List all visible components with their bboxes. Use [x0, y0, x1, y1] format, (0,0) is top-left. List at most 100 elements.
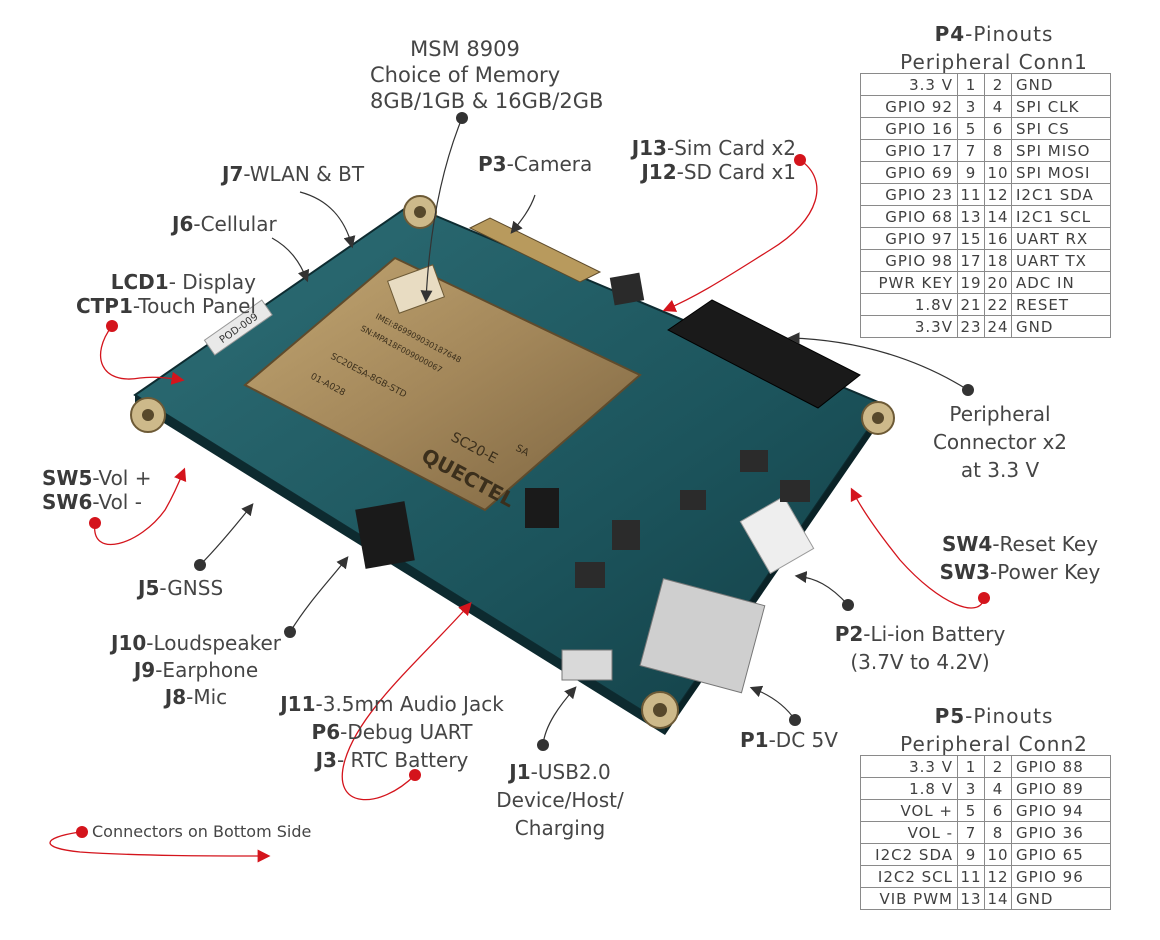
sw3-code: SW3 — [939, 560, 991, 584]
pin-left-number: 3 — [957, 777, 985, 800]
pin-right-number: 12 — [984, 865, 1012, 888]
ctp1-code: CTP1 — [75, 294, 133, 318]
pin-left-signal: GPIO 23 — [860, 183, 958, 206]
j12-text: -SD Card x1 — [676, 160, 796, 184]
camera-connector — [468, 217, 602, 283]
j13-text: -Sim Card x2 — [666, 136, 796, 160]
pin-left-number: 23 — [957, 315, 985, 338]
j9-text: -Earphone — [155, 658, 259, 682]
msm-line — [420, 117, 463, 303]
sw6-code: SW6 — [42, 490, 93, 514]
ctp1-text: -Touch Panel — [132, 294, 256, 318]
pin-right-signal: GPIO 96 — [1011, 865, 1111, 888]
pin-left-number: 7 — [957, 821, 985, 844]
p5-title-text: -Pinouts — [965, 704, 1054, 728]
p4-title-code: P4 — [934, 22, 966, 46]
p1-text: -DC 5V — [768, 728, 838, 752]
legend-red-line — [49, 831, 271, 863]
j1-line2: Device/Host/ — [496, 788, 624, 812]
pin-left-number: 1 — [957, 755, 985, 778]
label-p3: P3-Camera — [478, 152, 592, 176]
pin-right-signal: RESET — [1011, 293, 1111, 316]
pin-right-signal: GPIO 36 — [1011, 821, 1111, 844]
msm-line2: Choice of Memory — [370, 63, 561, 87]
label-peripheral: Peripheral Connector x2 at 3.3 V — [910, 400, 1090, 484]
pin-right-number: 2 — [984, 73, 1012, 96]
pin-right-number: 10 — [984, 843, 1012, 866]
j10-text: -Loudspeaker — [146, 631, 281, 655]
p5-title: P5-Pinouts Peripheral Conn2 — [860, 702, 1128, 758]
pin-headers — [355, 488, 559, 569]
p4-title: P4-Pinouts Peripheral Conn1 — [860, 20, 1128, 76]
j12-code: J12 — [641, 160, 677, 184]
label-sw5-sw6: SW5-Vol + SW6-Vol - — [42, 466, 151, 514]
sw4-text: -Reset Key — [992, 532, 1099, 556]
pin-left-number: 7 — [957, 139, 985, 162]
pin-left-signal: GPIO 69 — [860, 161, 958, 184]
pin-right-number: 20 — [984, 271, 1012, 294]
legend-text: Connectors on Bottom Side — [92, 822, 312, 841]
j8-text: -Mic — [186, 685, 228, 709]
j3-code: J3 — [315, 748, 337, 772]
j1-code: J1 — [509, 760, 531, 784]
msm-line3: 8GB/1GB & 16GB/2GB — [370, 89, 604, 113]
pin-right-signal: GND — [1011, 73, 1111, 96]
j10-line — [289, 556, 349, 633]
msm-line1: MSM 8909 — [410, 37, 520, 61]
pin-right-signal: SPI CLK — [1011, 95, 1111, 118]
pin-right-signal: GPIO 88 — [1011, 755, 1111, 778]
p5-title-code: P5 — [934, 704, 966, 728]
pin-right-number: 6 — [984, 799, 1012, 822]
pin-right-number: 18 — [984, 249, 1012, 272]
pin-right-signal: UART RX — [1011, 227, 1111, 250]
periph-line — [787, 332, 969, 391]
periph-line2: Connector x2 — [932, 430, 1068, 454]
pin-right-signal: GND — [1011, 887, 1111, 910]
pin-left-signal: GPIO 17 — [860, 139, 958, 162]
pin-left-signal: 3.3 V — [860, 73, 958, 96]
pin-left-signal: GPIO 16 — [860, 117, 958, 140]
sw5-text: -Vol + — [92, 466, 152, 490]
j7-text: -WLAN & BT — [243, 162, 365, 186]
pin-right-number: 14 — [984, 205, 1012, 228]
label-j13-j12: J13-Sim Card x2 J12-SD Card x1 — [600, 136, 796, 184]
dc-jack — [639, 577, 766, 694]
pin-right-number: 22 — [984, 293, 1012, 316]
label-j6: J6-Cellular — [172, 212, 277, 236]
pin-left-number: 11 — [957, 183, 985, 206]
sw3-text: -Power Key — [990, 560, 1101, 584]
battery-connector — [739, 495, 815, 575]
lcd1-code: LCD1 — [110, 270, 169, 294]
label-j11-p6-j3: J11-3.5mm Audio Jack P6-Debug UART J3- R… — [268, 690, 516, 774]
pin-left-signal: VOL + — [860, 799, 958, 822]
pin-left-number: 1 — [957, 73, 985, 96]
usb-port — [561, 649, 613, 681]
p5-subtitle: Peripheral Conn2 — [900, 732, 1088, 756]
j5-text: -GNSS — [159, 576, 224, 600]
pin-right-signal: SPI CS — [1011, 117, 1111, 140]
pin-left-signal: 3.3V — [860, 315, 958, 338]
pin-left-signal: 1.8 V — [860, 777, 958, 800]
p6-text: -Debug UART — [340, 720, 473, 744]
label-j7: J7-WLAN & BT — [222, 162, 364, 186]
periph-line1: Peripheral — [949, 402, 1051, 426]
j6-code: J6 — [172, 212, 194, 236]
j8-code: J8 — [164, 685, 187, 709]
sw5-red-line — [94, 467, 187, 546]
j1-text: -USB2.0 — [530, 760, 611, 784]
j11-red-line — [341, 602, 472, 801]
pin-left-signal: GPIO 92 — [860, 95, 958, 118]
quectel-module — [243, 256, 642, 512]
pin-left-signal: 3.3 V — [860, 755, 958, 778]
pin-left-signal: 1.8V — [860, 293, 958, 316]
